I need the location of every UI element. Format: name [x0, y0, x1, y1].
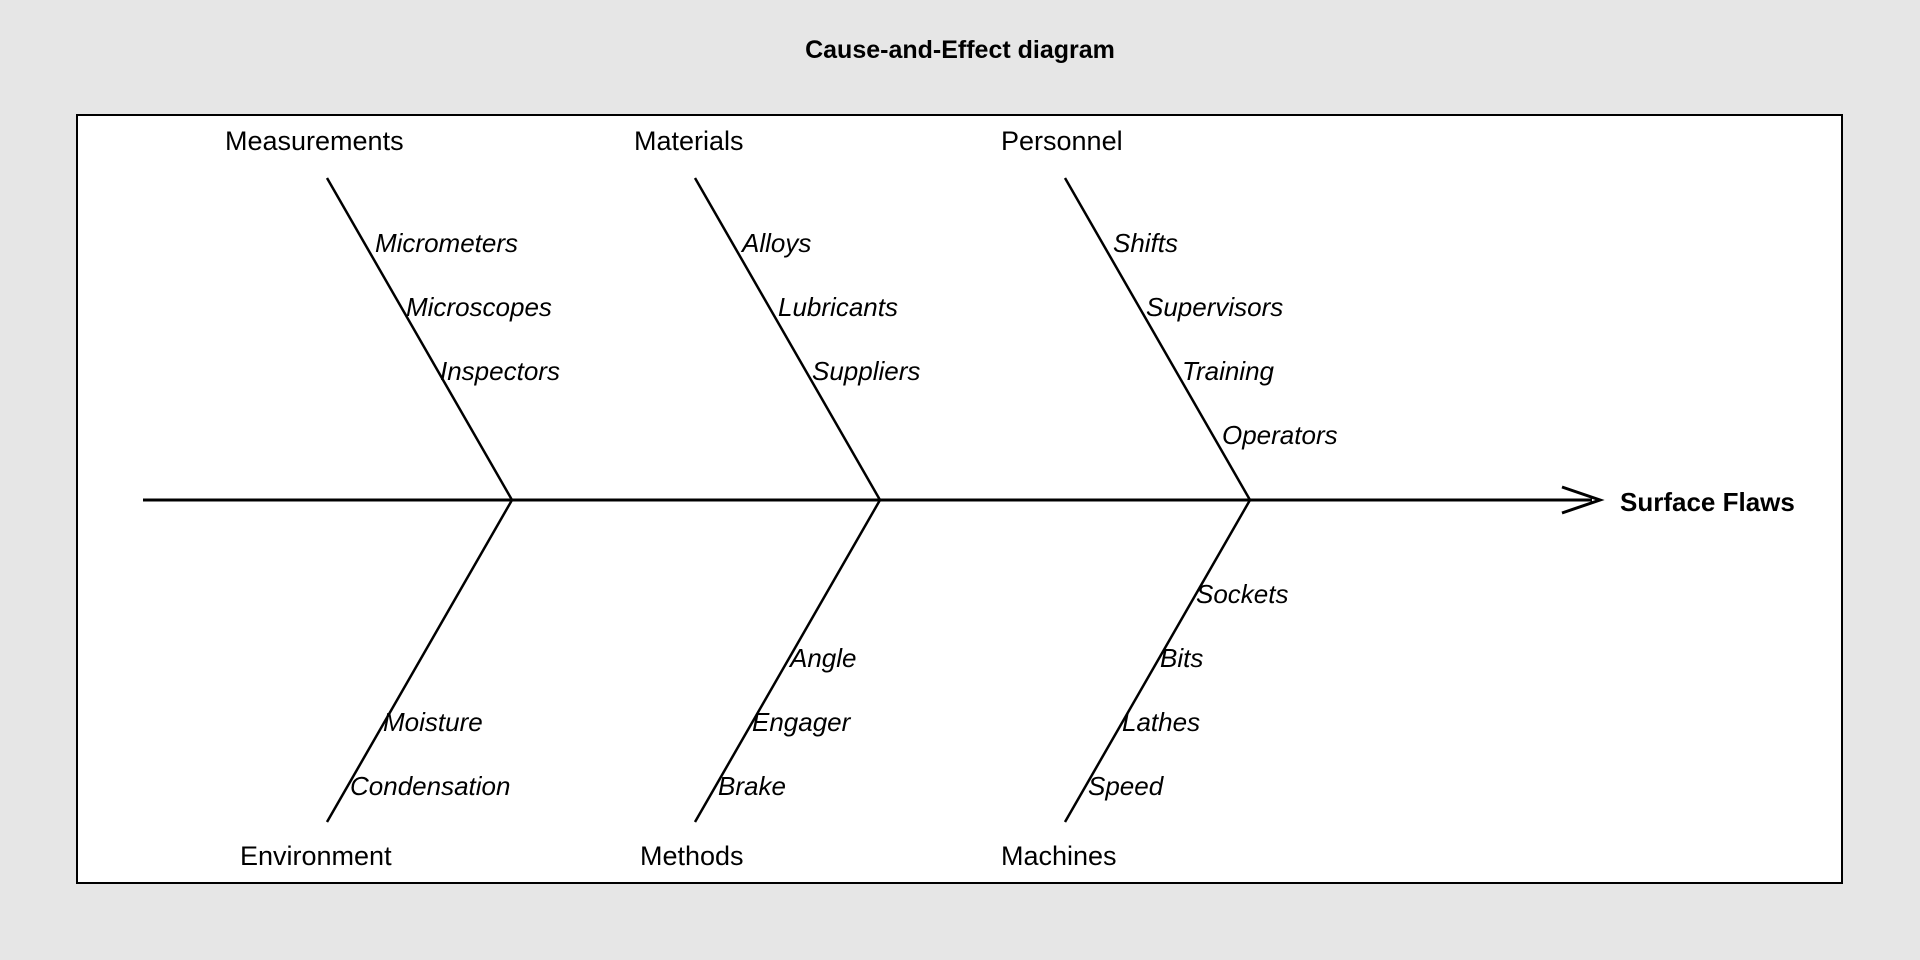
cause-label-engager: Engager: [752, 707, 851, 737]
category-label-materials: Materials: [634, 126, 744, 156]
cause-label-operators: Operators: [1222, 420, 1338, 450]
cause-label-lubricants: Lubricants: [778, 292, 898, 322]
cause-label-angle: Angle: [790, 643, 857, 673]
cause-label-supervisors: Supervisors: [1146, 292, 1284, 322]
cause-label-lathes: Lathes: [1122, 707, 1201, 737]
category-label-methods: Methods: [640, 841, 744, 871]
cause-label-brake: Brake: [718, 771, 786, 801]
plot-frame: [76, 114, 1843, 884]
cause-label-training: Training: [1182, 356, 1275, 386]
cause-label-bits: Bits: [1160, 643, 1204, 673]
cause-label-sockets: Sockets: [1196, 579, 1289, 609]
category-label-measurements: Measurements: [225, 126, 404, 156]
effect-label: Surface Flaws: [1620, 487, 1795, 517]
cause-label-suppliers: Suppliers: [812, 356, 921, 386]
page-title: Cause-and-Effect diagram: [805, 36, 1115, 64]
category-label-machines: Machines: [1001, 841, 1117, 871]
cause-label-speed: Speed: [1088, 771, 1164, 801]
category-label-personnel: Personnel: [1001, 126, 1123, 156]
cause-label-moisture: Moisture: [383, 707, 483, 737]
cause-label-shifts: Shifts: [1113, 228, 1179, 258]
cause-label-condensation: Condensation: [350, 771, 511, 801]
cause-label-microscopes: Microscopes: [406, 292, 552, 322]
cause-label-inspectors: Inspectors: [440, 356, 560, 386]
cause-label-alloys: Alloys: [742, 228, 812, 258]
category-label-environment: Environment: [240, 841, 392, 871]
cause-label-micrometers: Micrometers: [375, 228, 519, 258]
